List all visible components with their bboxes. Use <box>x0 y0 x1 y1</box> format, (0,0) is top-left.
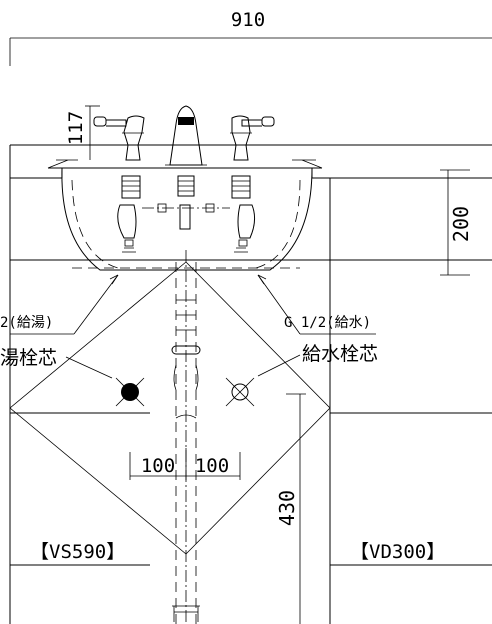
cold-valve-icon <box>231 383 249 401</box>
basin <box>47 159 323 271</box>
valve-bodies <box>117 175 256 253</box>
countertop <box>9 144 492 179</box>
cold-valve <box>225 354 301 407</box>
spout-aerator-icon <box>178 117 194 125</box>
supply-leaders <box>10 274 376 335</box>
faucet-height-dimension: 117 <box>65 105 100 160</box>
counter-center-value: 200 <box>449 206 473 242</box>
spout <box>165 105 207 166</box>
right-cabinet-label: 【VD300】 <box>350 541 445 563</box>
overall-width-dimension: 910 <box>9 9 492 66</box>
drain-pipe <box>171 250 201 624</box>
left-handle <box>93 115 145 161</box>
cabinet-frame <box>9 178 492 624</box>
right-handle <box>230 115 275 161</box>
hot-valve <box>65 356 145 407</box>
drain-trap-icon <box>171 345 201 355</box>
hot-valve-label: 湯栓芯 <box>0 347 57 369</box>
supply-height-value: 430 <box>275 490 299 526</box>
supply-height-dimension: 430 <box>275 393 306 624</box>
left-cabinet-label: 【VS590】 <box>30 541 125 563</box>
counter-center-dimension: 200 <box>440 169 473 276</box>
hot-pipe-label: 2(給湯) <box>0 314 53 331</box>
faucet-height-value: 117 <box>65 111 87 145</box>
overall-width-value: 910 <box>231 9 265 31</box>
right-offset-value: 100 <box>195 455 229 477</box>
cold-pipe-label: G 1/2(給水) <box>284 315 371 331</box>
cold-valve-label: 給水栓芯 <box>302 343 378 365</box>
left-offset-value: 100 <box>141 455 175 477</box>
center-offset-dimension: 100 100 <box>129 448 241 480</box>
